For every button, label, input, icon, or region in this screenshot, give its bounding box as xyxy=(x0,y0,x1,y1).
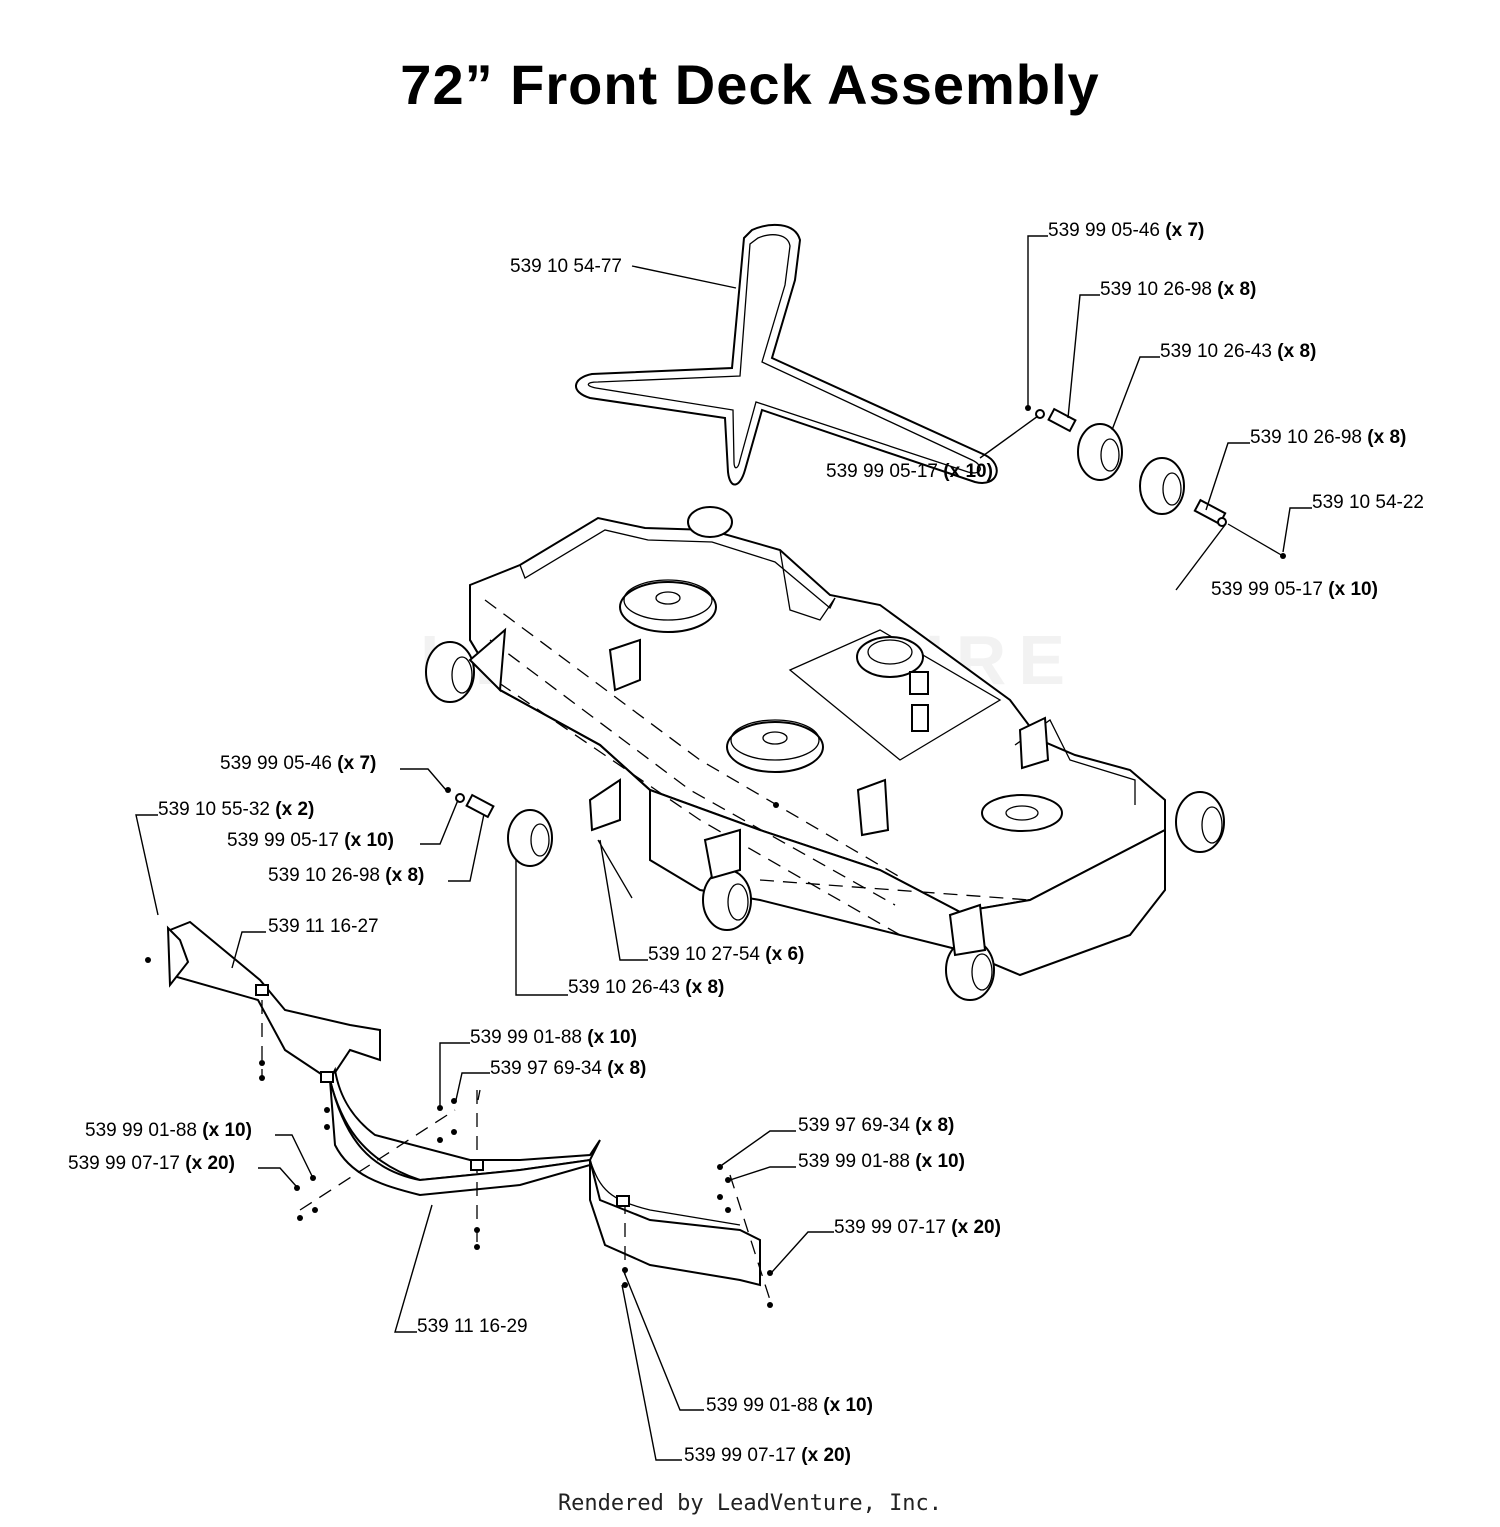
footer-credit: Rendered by LeadVenture, Inc. xyxy=(557,1491,943,1516)
callout-label: 539 97 69-34 (x 8) xyxy=(490,1058,646,1079)
leader-lines xyxy=(135,235,1312,1461)
callout-label: 539 99 05-46 (x 7) xyxy=(1048,220,1204,241)
caster-wheel-exploded-left xyxy=(445,787,779,899)
callout-label: 539 99 07-17 (x 20) xyxy=(684,1445,851,1466)
callout-label: 539 99 01-88 (x 10) xyxy=(85,1120,252,1141)
callout-label: 539 99 07-17 (x 20) xyxy=(68,1153,235,1174)
callout-label: 539 99 05-17 (x 10) xyxy=(826,461,993,482)
callout-label: 539 10 26-43 (x 8) xyxy=(1160,341,1316,362)
callout-label: 539 99 05-17 (x 10) xyxy=(1211,579,1378,600)
callout-labels: 539 10 54-77 539 99 05-46 (x 7) 539 10 2… xyxy=(68,220,1424,1466)
callout-label: 539 10 55-32 (x 2) xyxy=(158,799,314,820)
callout-label: 539 10 26-98 (x 8) xyxy=(268,865,424,886)
callout-label: 539 97 69-34 (x 8) xyxy=(798,1115,954,1136)
callout-label: 539 10 26-98 (x 8) xyxy=(1100,279,1256,300)
baffle-drawing xyxy=(145,920,773,1308)
deck-drawing xyxy=(425,506,1225,1001)
callout-label: 539 10 26-98 (x 8) xyxy=(1250,427,1406,448)
callout-label: 539 99 01-88 (x 10) xyxy=(706,1395,873,1416)
callout-label: 539 99 07-17 (x 20) xyxy=(834,1217,1001,1238)
callout-label: 539 99 05-17 (x 10) xyxy=(227,830,394,851)
callout-label: 539 99 01-88 (x 10) xyxy=(798,1151,965,1172)
callout-label: 539 11 16-27 xyxy=(268,916,379,937)
callout-label: 539 99 01-88 (x 10) xyxy=(470,1027,637,1048)
callout-label: 539 11 16-29 xyxy=(417,1316,528,1337)
callout-label: 539 10 54-22 xyxy=(1312,492,1424,513)
callout-label: 539 10 27-54 (x 6) xyxy=(648,944,804,965)
callout-label: 539 10 54-77 xyxy=(510,256,622,277)
caster-wheel-exploded-right xyxy=(1025,405,1286,559)
callout-label: 539 10 26-43 (x 8) xyxy=(568,977,724,998)
belt-drawing xyxy=(575,223,998,486)
callout-label: 539 99 05-46 (x 7) xyxy=(220,753,376,774)
page-title: 72” Front Deck Assembly xyxy=(400,53,1100,116)
